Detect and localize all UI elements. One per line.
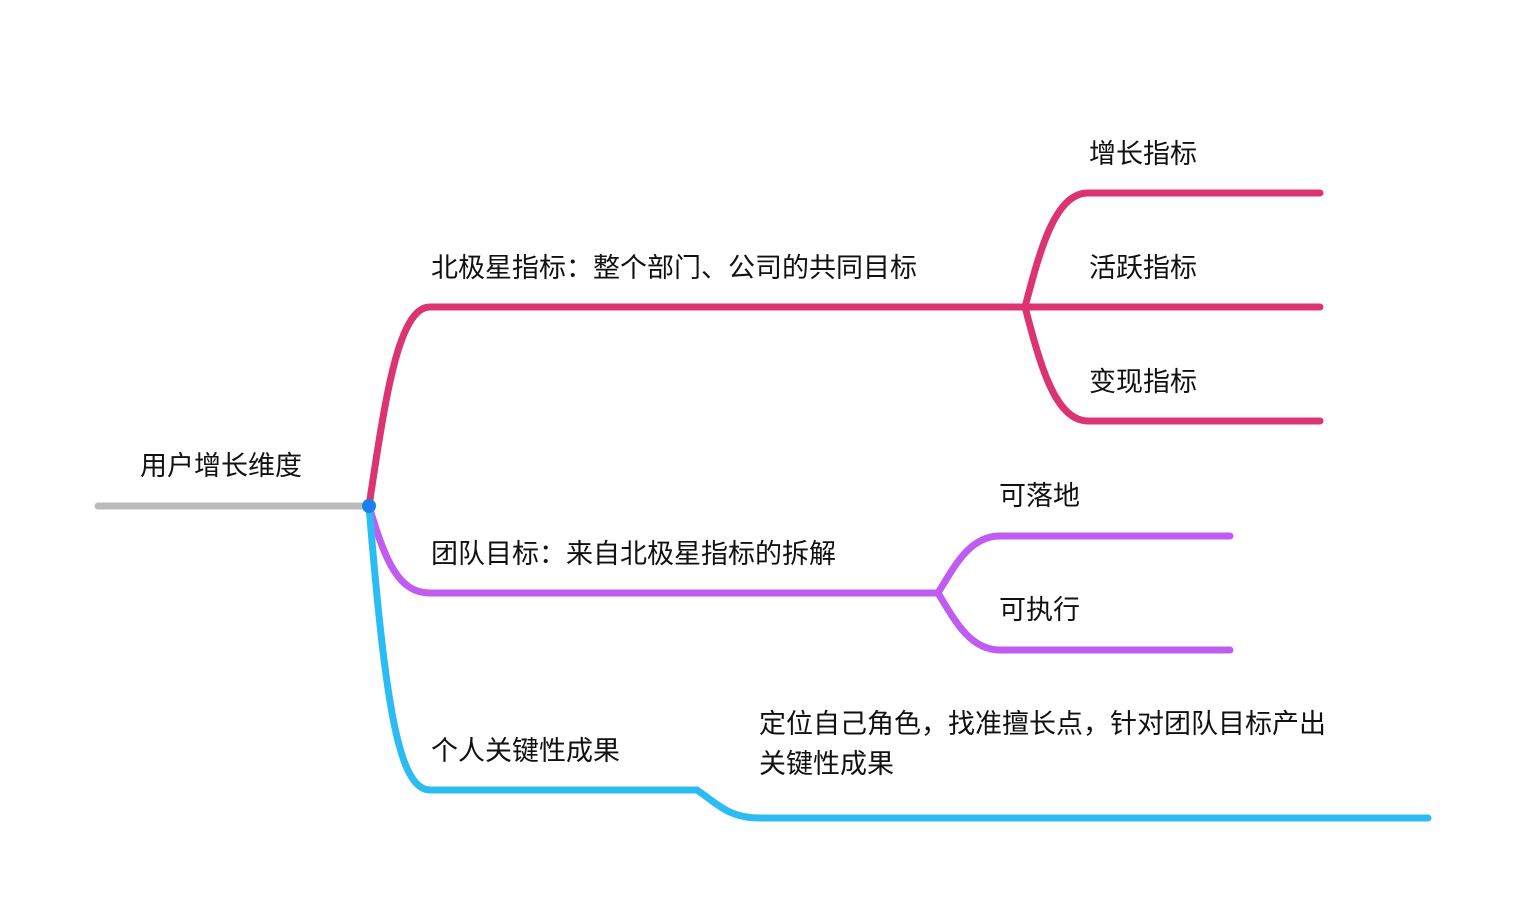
branch-1-child-3-line bbox=[1021, 303, 1324, 425]
branch-2-connector bbox=[365, 502, 942, 597]
branch-3-connector bbox=[365, 502, 1432, 822]
branch-3-child-1-label-line2[interactable]: 关键性成果 bbox=[759, 749, 894, 780]
branch-2-child-1-line bbox=[934, 532, 1234, 597]
branch-1-label[interactable]: 北极星指标：整个部门、公司的共同目标 bbox=[431, 253, 917, 284]
root-node-dot[interactable] bbox=[362, 499, 376, 513]
branch-1-child-1-label[interactable]: 增长指标 bbox=[1089, 139, 1197, 170]
root-label[interactable]: 用户增长维度 bbox=[140, 451, 302, 482]
branch-1-child-2-label[interactable]: 活跃指标 bbox=[1089, 253, 1197, 284]
branch-1-child-3-label[interactable]: 变现指标 bbox=[1089, 367, 1197, 398]
branch-2-child-2-label[interactable]: 可执行 bbox=[999, 595, 1080, 626]
branch-1-connector bbox=[365, 303, 1029, 510]
branch-1-child-1-line bbox=[1021, 189, 1324, 311]
branch-2-child-1-label[interactable]: 可落地 bbox=[999, 481, 1080, 512]
branch-3-child-1-label-line1[interactable]: 定位自己角色，找准擅长点，针对团队目标产出 bbox=[759, 709, 1326, 740]
branch-3-label[interactable]: 个人关键性成果 bbox=[431, 736, 620, 767]
branch-2-label[interactable]: 团队目标：来自北极星指标的拆解 bbox=[431, 539, 836, 570]
branch-2-child-2-line bbox=[934, 589, 1234, 654]
